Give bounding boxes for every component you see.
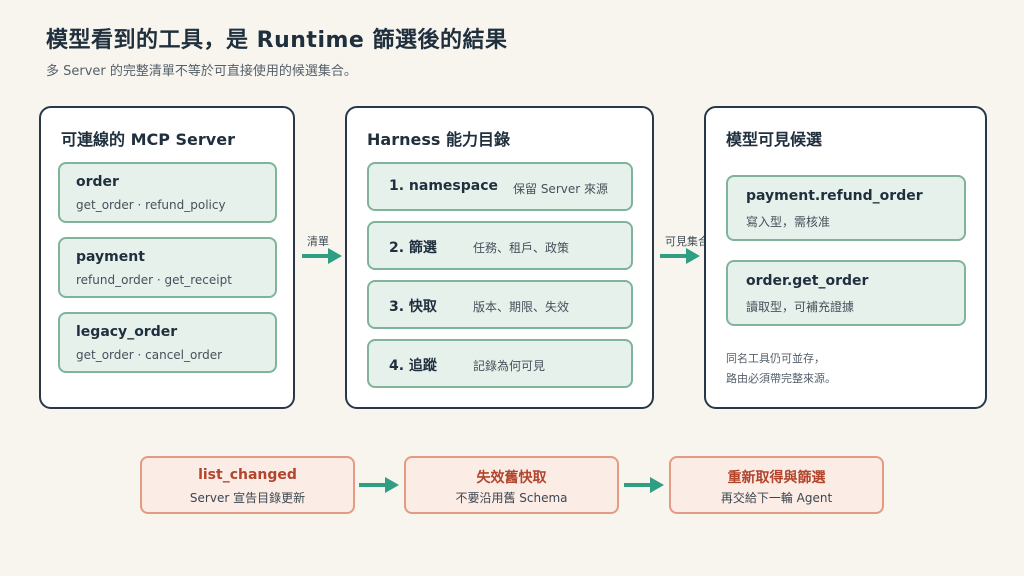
flow-step-title: 重新取得與篩選 [727, 470, 826, 486]
candidate-name: payment.refund_order [746, 188, 923, 204]
server-card-payment: payment refund_order · get_receipt [58, 237, 277, 298]
arrow-label-list: 清單 [307, 235, 329, 248]
flow-step-sub: 不要沿用舊 Schema [455, 491, 568, 505]
visible-candidates-panel: 模型可見候選 payment.refund_order 寫入型，需核准 orde… [704, 106, 987, 409]
arrow-label-visible-set: 可見集合 [665, 235, 709, 248]
flow-step-title: 失效舊快取 [476, 470, 547, 486]
arrow-right-icon [624, 477, 664, 493]
harness-step-filter: 2. 篩選 任務、租戶、政策 [367, 221, 633, 270]
step-desc: 任務、租戶、政策 [473, 241, 570, 255]
step-label: 4. 追蹤 [389, 358, 437, 374]
step-desc: 保留 Server 來源 [513, 182, 608, 196]
server-name: order [76, 174, 119, 190]
server-tools: refund_order · get_receipt [76, 273, 232, 287]
flow-step-title: list_changed [198, 467, 297, 483]
mcp-servers-panel: 可連線的 MCP Server order get_order · refund… [39, 106, 295, 409]
candidate-desc: 寫入型，需核准 [746, 215, 831, 229]
flow-step-list-changed: list_changed Server 宣告目錄更新 [140, 456, 355, 514]
step-label: 3. 快取 [389, 299, 437, 315]
step-label: 2. 篩選 [389, 240, 437, 256]
step-desc: 版本、期限、失效 [473, 300, 570, 314]
arrow-right-icon [660, 248, 700, 264]
page-subtitle: 多 Server 的完整清單不等於可直接使用的候選集合。 [46, 64, 357, 79]
step-label: 1. namespace [389, 178, 499, 194]
server-name: legacy_order [76, 324, 178, 340]
harness-step-namespace: 1. namespace 保留 Server 來源 [367, 162, 633, 211]
step-desc: 記錄為何可見 [473, 359, 546, 373]
flow-step-sub: 再交給下一輪 Agent [720, 491, 833, 505]
candidate-name: order.get_order [746, 273, 869, 289]
server-card-order: order get_order · refund_policy [58, 162, 277, 223]
harness-step-trace: 4. 追蹤 記錄為何可見 [367, 339, 633, 388]
arrow-right-icon [359, 477, 399, 493]
arrow-right-icon [302, 248, 342, 264]
server-name: payment [76, 249, 145, 265]
harness-step-cache: 3. 快取 版本、期限、失效 [367, 280, 633, 329]
page-title: 模型看到的工具，是 Runtime 篩選後的結果 [46, 28, 508, 53]
visible-candidates-panel-title: 模型可見候選 [726, 130, 823, 149]
flow-step-invalidate-cache: 失效舊快取 不要沿用舊 Schema [404, 456, 619, 514]
candidate-card-refund-order: payment.refund_order 寫入型，需核准 [726, 175, 966, 241]
harness-panel: Harness 能力目錄 1. namespace 保留 Server 來源 2… [345, 106, 654, 409]
server-card-legacy-order: legacy_order get_order · cancel_order [58, 312, 277, 373]
harness-panel-title: Harness 能力目錄 [367, 130, 510, 149]
candidate-card-get-order: order.get_order 讀取型，可補充證據 [726, 260, 966, 326]
flow-step-refetch-filter: 重新取得與篩選 再交給下一輪 Agent [669, 456, 884, 514]
note-line-2: 路由必須帶完整來源。 [726, 372, 836, 385]
flow-step-sub: Server 宣告目錄更新 [189, 491, 306, 505]
server-tools: get_order · refund_policy [76, 198, 226, 212]
note-line-1: 同名工具仍可並存， [726, 352, 825, 365]
server-tools: get_order · cancel_order [76, 348, 223, 362]
candidate-desc: 讀取型，可補充證據 [746, 300, 855, 314]
mcp-servers-panel-title: 可連線的 MCP Server [61, 130, 235, 149]
